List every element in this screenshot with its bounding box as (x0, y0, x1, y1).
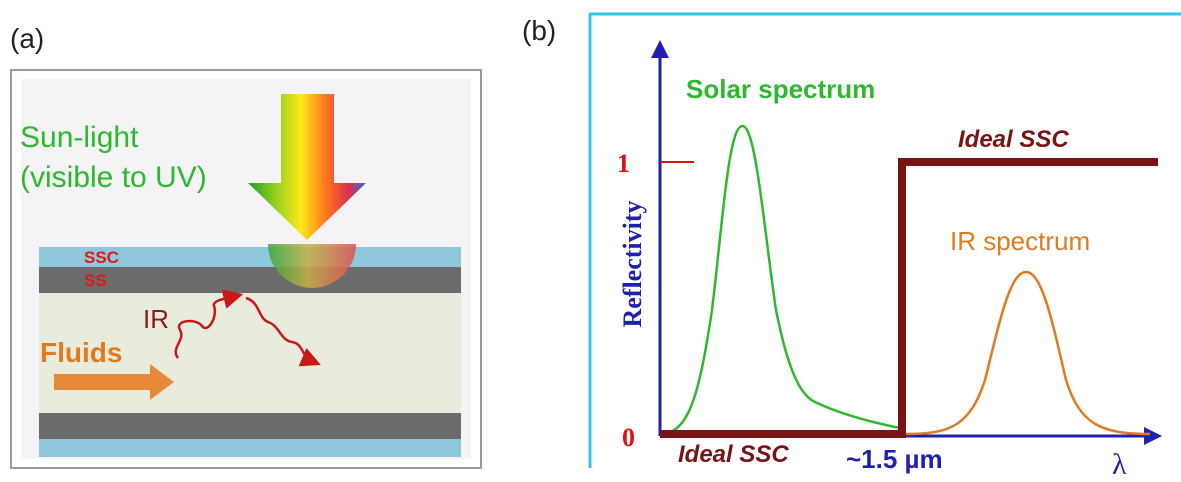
ir-spectrum-curve (905, 270, 1151, 436)
ssc-layer-top (39, 247, 461, 267)
y-axis-arrowhead (651, 40, 669, 58)
ss-label: SS (84, 271, 107, 290)
ss-layer-top (39, 267, 461, 293)
tick-zero-label: 0 (622, 423, 635, 452)
panel-a-label: (a) (10, 23, 44, 54)
ir-label: IR (143, 304, 169, 334)
ir-spectrum-label: IR spectrum (950, 226, 1090, 256)
solar-spectrum-curve (663, 124, 901, 436)
panel-b-label: (b) (522, 15, 556, 46)
ideal-ssc-low-label: Ideal SSC (678, 441, 789, 468)
ir-wave-arrow-2 (245, 296, 321, 367)
ssc-layer-bottom (39, 439, 461, 457)
sunlight-arrow (248, 94, 366, 240)
ideal-ssc-step-line (660, 158, 1158, 438)
fluids-label: Fluids (40, 337, 122, 368)
panel-b: (b) 1 0 Reflectivity λ Solar spectrum IR… (522, 12, 1181, 481)
x-axis-symbol: λ (1112, 448, 1127, 481)
ir-wave-arrow-1 (174, 289, 244, 359)
tick-one-label: 1 (617, 149, 630, 178)
cutoff-wavelength-label: ~1.5 µm (846, 444, 943, 474)
ss-layer-bottom (39, 413, 461, 439)
fluids-arrow (54, 364, 174, 400)
x-axis-arrowhead (1144, 427, 1162, 445)
sunlight-label-line1: Sun-light (20, 121, 139, 154)
ideal-ssc-high-label: Ideal SSC (958, 126, 1069, 153)
ssc-label: SSC (84, 248, 119, 267)
absorption-dome (268, 244, 356, 288)
y-axis-label: Reflectivity (618, 200, 647, 327)
panel-a: (a) Sun-light (visible to UV) SSC SS IR … (10, 23, 482, 469)
sunlight-label-line2: (visible to UV) (20, 161, 207, 194)
fluid-channel (39, 293, 461, 413)
solar-spectrum-label: Solar spectrum (686, 74, 875, 104)
